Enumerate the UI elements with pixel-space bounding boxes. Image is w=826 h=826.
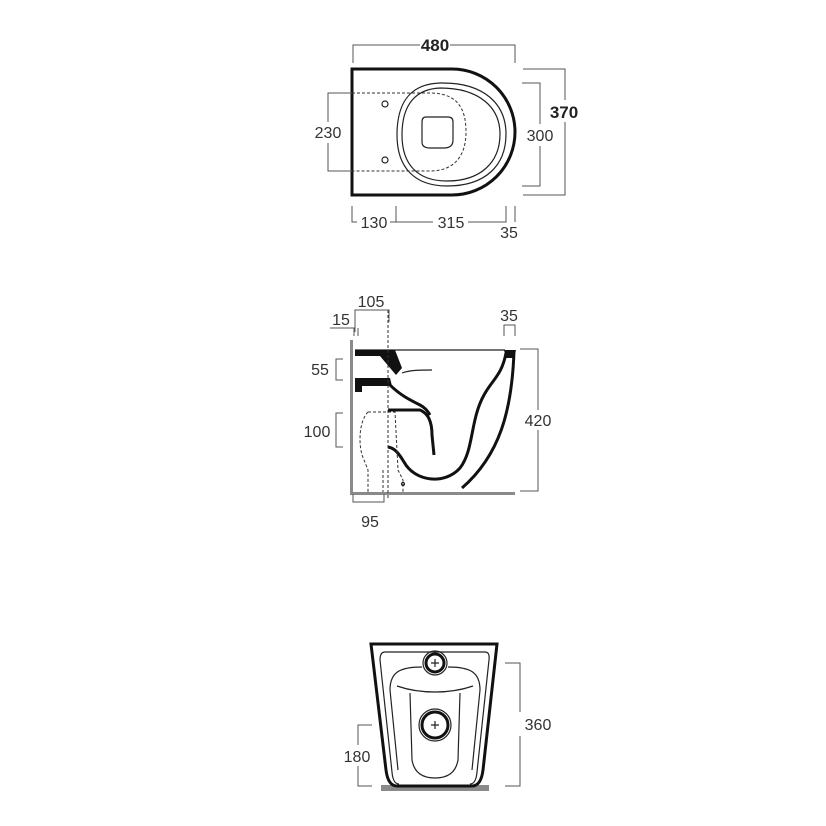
dim-depth-total: 370	[550, 103, 578, 122]
front-outline	[369, 642, 499, 788]
bowl-outer-wall	[461, 350, 516, 490]
inner-channel	[409, 692, 461, 779]
trap-wall	[388, 408, 436, 456]
flush-line	[401, 369, 433, 374]
dim-rim-thickness: 35	[500, 225, 518, 242]
flush-inlet-top	[355, 350, 402, 375]
inlet-circle	[424, 652, 446, 674]
dim-width: 480	[421, 36, 449, 55]
dim-outlet-height: 100	[304, 424, 331, 441]
seat-outline	[396, 82, 507, 187]
dim-front-height: 360	[525, 717, 552, 734]
dim-wall-gap: 15	[332, 312, 350, 329]
side-view: 420 105 15 35 55 100 95	[304, 294, 552, 531]
bowl-opening	[421, 116, 454, 149]
rim-cap	[504, 350, 516, 358]
flush-inlet-bottom	[355, 378, 392, 392]
top-view-outline	[350, 67, 517, 197]
top-view: 480 370 300 230 130 315 35	[315, 36, 579, 242]
front-view: 360 180	[344, 642, 552, 791]
bowl-inner-wall	[387, 352, 508, 481]
outlet-circle	[420, 710, 450, 740]
dim-rear-to-fixing: 130	[361, 215, 388, 232]
floor	[381, 785, 489, 791]
rim-line	[396, 685, 474, 693]
inlet-to-bowl	[388, 383, 432, 416]
fixing-hole	[381, 100, 389, 108]
dim-inlet-height: 55	[311, 362, 329, 379]
front-inner-outline	[379, 651, 490, 785]
dim-rim-width: 35	[500, 308, 518, 325]
dim-fixing-to-rim: 315	[438, 215, 465, 232]
wall	[350, 340, 353, 494]
outlet-dashed	[359, 411, 404, 492]
floor	[350, 492, 515, 495]
outlet-center-icon	[431, 721, 439, 729]
seat-inner-outline	[401, 87, 501, 182]
bowl-contour	[389, 666, 481, 771]
dim-outlet-axis: 95	[361, 514, 379, 531]
dim-fixing-span: 230	[315, 125, 342, 142]
dim-height: 420	[525, 413, 552, 430]
fixing-hole	[381, 156, 389, 164]
dim-depth-bowl: 300	[527, 128, 554, 145]
inlet-center-icon	[431, 659, 439, 667]
dim-outlet-center-height: 180	[344, 749, 371, 766]
dim-to-axis: 105	[358, 294, 385, 311]
